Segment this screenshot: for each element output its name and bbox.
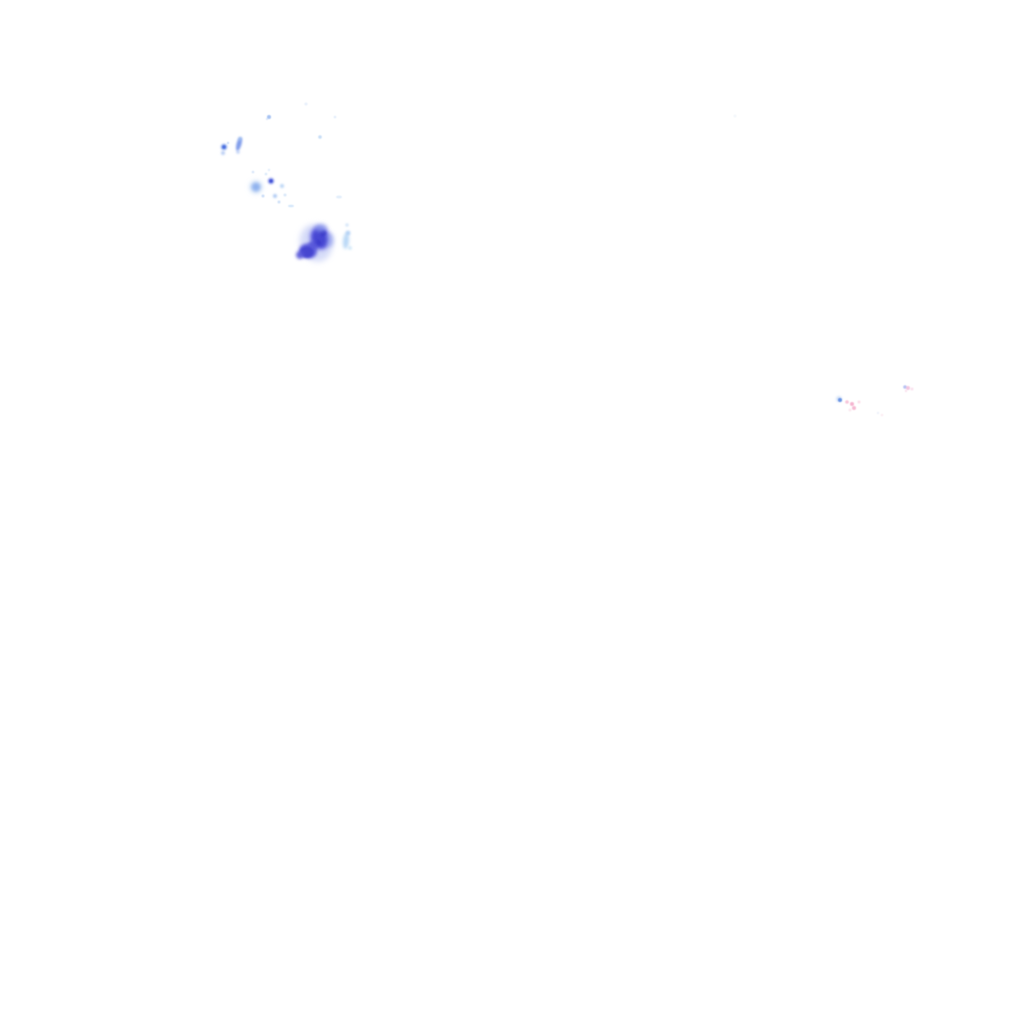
- precip-echo: [348, 246, 352, 250]
- precip-echo: [269, 179, 273, 183]
- precip-echo: [226, 141, 230, 145]
- precip-echo: [326, 233, 334, 247]
- precip-echo: [277, 200, 281, 204]
- precip-echo: [273, 194, 277, 198]
- precip-echo: [236, 150, 240, 154]
- precip-echo: [261, 194, 265, 198]
- precip-echo: [318, 135, 322, 139]
- precip-echo: [267, 168, 271, 172]
- precip-echo: [903, 385, 907, 389]
- precip-echo: [315, 224, 327, 232]
- precip-echo: [876, 411, 880, 415]
- precip-echo: [304, 102, 308, 106]
- precip-echo: [733, 114, 737, 118]
- precip-echo: [345, 230, 351, 236]
- precip-echo: [238, 137, 242, 141]
- precip-echo: [251, 182, 261, 192]
- precip-echo: [221, 151, 225, 155]
- precip-echo: [880, 413, 884, 417]
- precip-echo: [852, 406, 856, 410]
- echo-layer: [221, 102, 914, 417]
- precip-echo: [296, 251, 304, 259]
- precip-echo: [288, 204, 294, 208]
- precip-echo: [280, 184, 284, 188]
- precip-echo: [222, 145, 226, 149]
- precip-echo: [906, 386, 910, 390]
- precip-echo: [910, 387, 914, 391]
- precip-echo: [850, 402, 854, 406]
- precip-echo: [838, 398, 842, 402]
- precip-echo: [848, 408, 852, 412]
- precip-echo: [845, 400, 849, 404]
- precip-echo: [333, 115, 337, 119]
- precip-echo: [283, 193, 287, 197]
- precip-echo: [264, 172, 268, 176]
- precip-echo: [342, 233, 350, 249]
- precip-echo: [266, 118, 268, 120]
- precip-echo: [345, 223, 349, 227]
- precip-echo: [267, 115, 271, 119]
- precip-echo: [857, 400, 861, 404]
- precip-echo: [336, 195, 342, 199]
- precip-echo: [904, 389, 908, 393]
- precip-echo: [251, 170, 255, 174]
